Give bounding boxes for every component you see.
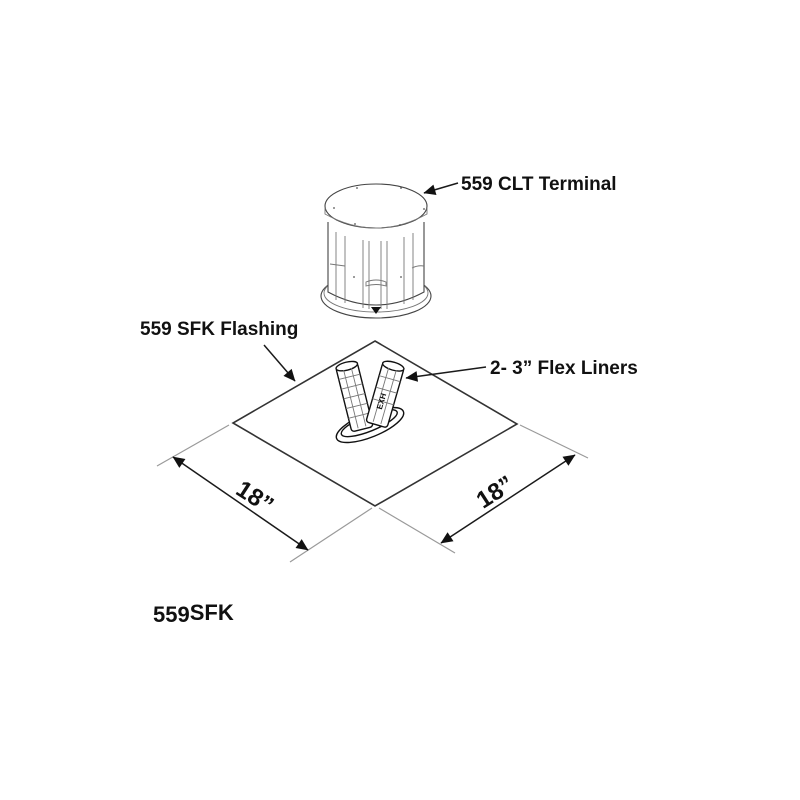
terminal-leader-arrow [423, 182, 459, 195]
liners-callout: 2- 3” Flex Liners [405, 358, 638, 382]
right-dimension: 18” [440, 454, 576, 544]
flex-liners: EXH [335, 360, 405, 444]
right-dimension-label: 18” [472, 471, 519, 515]
right-dimension-arrow [440, 454, 576, 544]
sfk-flashing [231, 340, 519, 507]
left-dimension: 18” [172, 456, 309, 551]
clt-terminal [320, 183, 432, 319]
model-title: 559SFK [153, 600, 234, 627]
flashing-callout: 559 SFK Flashing [140, 319, 298, 382]
model-number: 559 [153, 602, 190, 627]
terminal-body [327, 222, 425, 306]
terminal-callout: 559 CLT Terminal [423, 174, 617, 195]
left-dimension-label: 18” [231, 476, 278, 520]
terminal-label: 559 CLT Terminal [461, 174, 617, 195]
exhaust-liner: EXH [365, 360, 405, 428]
intake-liner [335, 360, 374, 432]
liners-label: 2- 3” Flex Liners [490, 358, 638, 379]
flashing-leader-arrow [263, 344, 296, 382]
model-suffix: SFK [190, 600, 234, 625]
flashing-label: 559 SFK Flashing [140, 319, 298, 340]
left-dimension-arrow [172, 456, 309, 551]
extension-lines [156, 424, 589, 563]
down-triangle-icon [371, 307, 381, 314]
flashing-plate [231, 340, 519, 507]
liners-leader-arrow [405, 366, 487, 382]
exh-marking: EXH [375, 392, 388, 411]
